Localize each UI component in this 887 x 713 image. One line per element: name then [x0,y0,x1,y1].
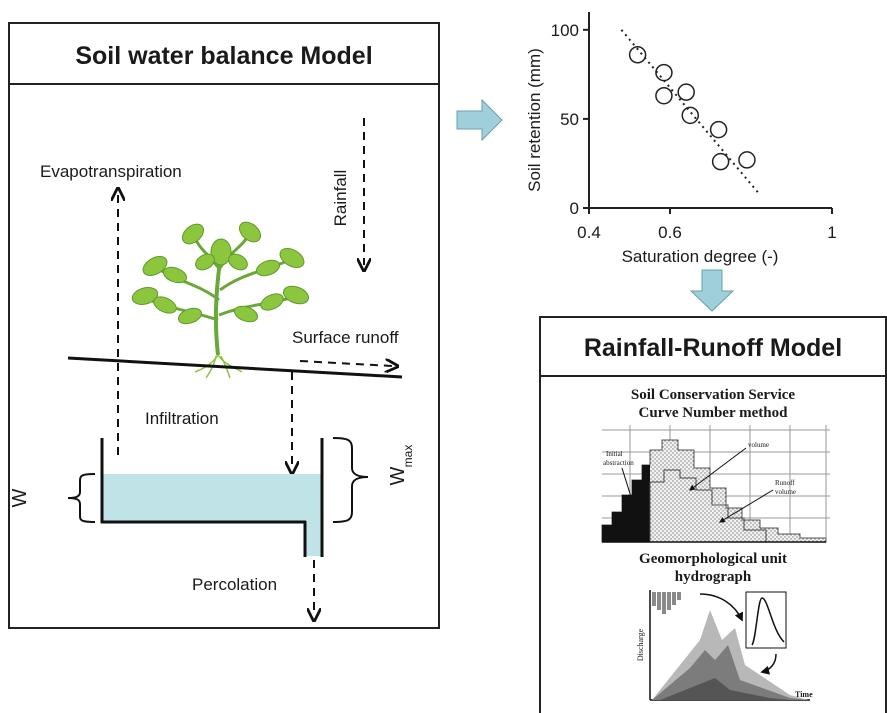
ground-surface-line [67,356,403,379]
chart-data-point [711,152,730,171]
chart-data-point [738,151,756,169]
giuh-figure: Discharge Time [636,590,813,701]
chart-x-tick-label: 0.4 [577,223,601,242]
wmax-brace [332,437,369,523]
soil-panel-title: Soil water balance Model [75,42,372,70]
chart-data-point [709,120,728,139]
chart-y-tick-label: 0 [570,199,579,218]
giuh-title-line1: Geomorphological unit [639,551,787,567]
chart-y-tick-label: 50 [560,110,579,129]
flow-arrow-down [689,269,735,312]
chart-data-point [655,86,673,105]
chart-y-label: Soil retention (mm) [525,48,544,192]
soil-water-balance-panel: Soil water balance Model Evapotranspirat… [8,22,440,629]
scs-title-line2: Curve Number method [639,405,789,421]
plant-icon [131,221,310,379]
volume-label: volume [748,441,769,449]
chart-y-tick-label: 100 [551,21,579,40]
giuh-title-line2: hydrograph [675,569,752,585]
surface-runoff-arrow [299,361,392,366]
scs-curve-number-figure: Initial abstraction volume Runoff volume [601,425,830,543]
initial-abstraction-label-1: Initial [606,450,623,458]
giuh-x-label: Time [795,690,813,699]
soil-retention-chart: 0.4 0.6 1 0 50 100 Soil retention (mm) Satura… [525,12,837,266]
runoff-volume-label-1: Runoff [775,479,795,487]
chart-x-label: Saturation degree (-) [622,247,779,266]
rainfall-label: Rainfall [331,170,350,227]
chart-data-point [655,63,673,82]
w-brace [67,473,96,523]
w-label: W [9,488,31,507]
trend-line [620,29,760,195]
bucket-water [102,474,322,556]
chart-x-tick-label: 0.6 [658,223,682,242]
evapotranspiration-label: Evapotranspiration [40,162,182,181]
wmax-label: W [387,466,409,485]
soil-water-bucket [100,438,324,557]
chart-x-tick-label: 1 [827,223,836,242]
runoff-volume-label-2: volume [775,488,796,496]
chart-data-point [681,106,699,125]
giuh-y-label: Discharge [636,628,645,661]
chart-data-point [628,46,647,64]
runoff-panel-title: Rainfall-Runoff Model [584,334,842,362]
soil-panel-frame [8,22,440,629]
initial-abstraction-label-2: abstraction [603,459,634,467]
surface-runoff-label: Surface runoff [292,328,399,347]
flow-arrow-right [456,98,503,142]
wmax-subscript: max [401,445,415,468]
infiltration-label: Infiltration [145,409,219,428]
percolation-label: Percolation [192,575,277,594]
chart-data-point [677,83,695,101]
rainfall-runoff-panel: Rainfall-Runoff Model Soil Conservation … [539,316,887,713]
scs-title-line1: Soil Conservation Service [631,387,795,403]
